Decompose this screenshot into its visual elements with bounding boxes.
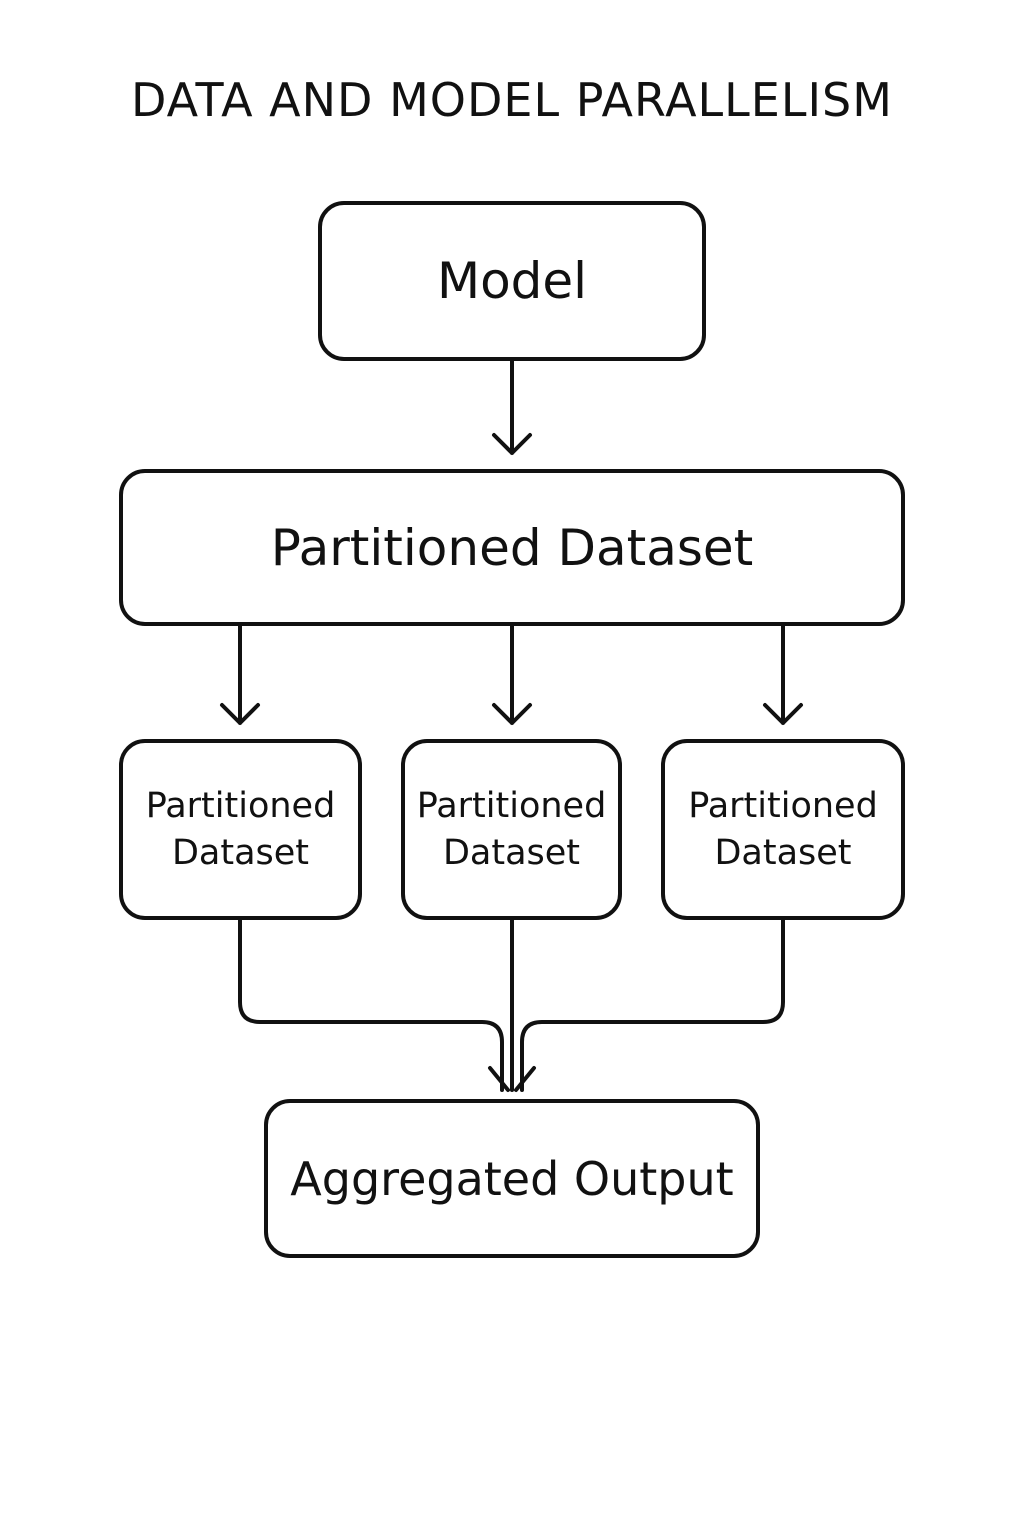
arrow-part-3-to-output [520, 918, 785, 1092]
arrow-model-to-partitioned [492, 359, 532, 455]
model-node: Model [318, 201, 706, 361]
partitioned-dataset-node-label: Partitioned Dataset [270, 518, 754, 577]
arrow-part-1-to-output [238, 918, 504, 1092]
partitioned-dataset-node: Partitioned Dataset [119, 469, 905, 626]
partition-node-3: Partitioned Dataset [661, 739, 905, 920]
aggregated-output-node-label: Aggregated Output [290, 1151, 734, 1206]
arrow-partitioned-to-part-3 [763, 624, 803, 725]
arrow-partitioned-to-part-1 [220, 624, 260, 725]
arrowhead-output-left [488, 1066, 510, 1092]
arrow-partitioned-to-part-2 [492, 624, 532, 725]
aggregated-output-node: Aggregated Output [264, 1099, 760, 1258]
partition-node-2: Partitioned Dataset [401, 739, 622, 920]
model-node-label: Model [436, 252, 588, 310]
partition-node-3-line1: Partitioned [688, 785, 878, 826]
arrowhead-output-right [514, 1066, 536, 1092]
partition-node-1-line1: Partitioned [145, 785, 336, 826]
diagram-title: DATA AND MODEL PARALLELISM [131, 73, 893, 127]
partition-node-3-line2: Dataset [714, 832, 852, 873]
partition-node-2-line2: Dataset [442, 832, 581, 873]
partition-node-1: Partitioned Dataset [119, 739, 362, 920]
partition-node-2-line1: Partitioned [416, 785, 607, 826]
partition-node-1-line2: Dataset [171, 832, 310, 873]
